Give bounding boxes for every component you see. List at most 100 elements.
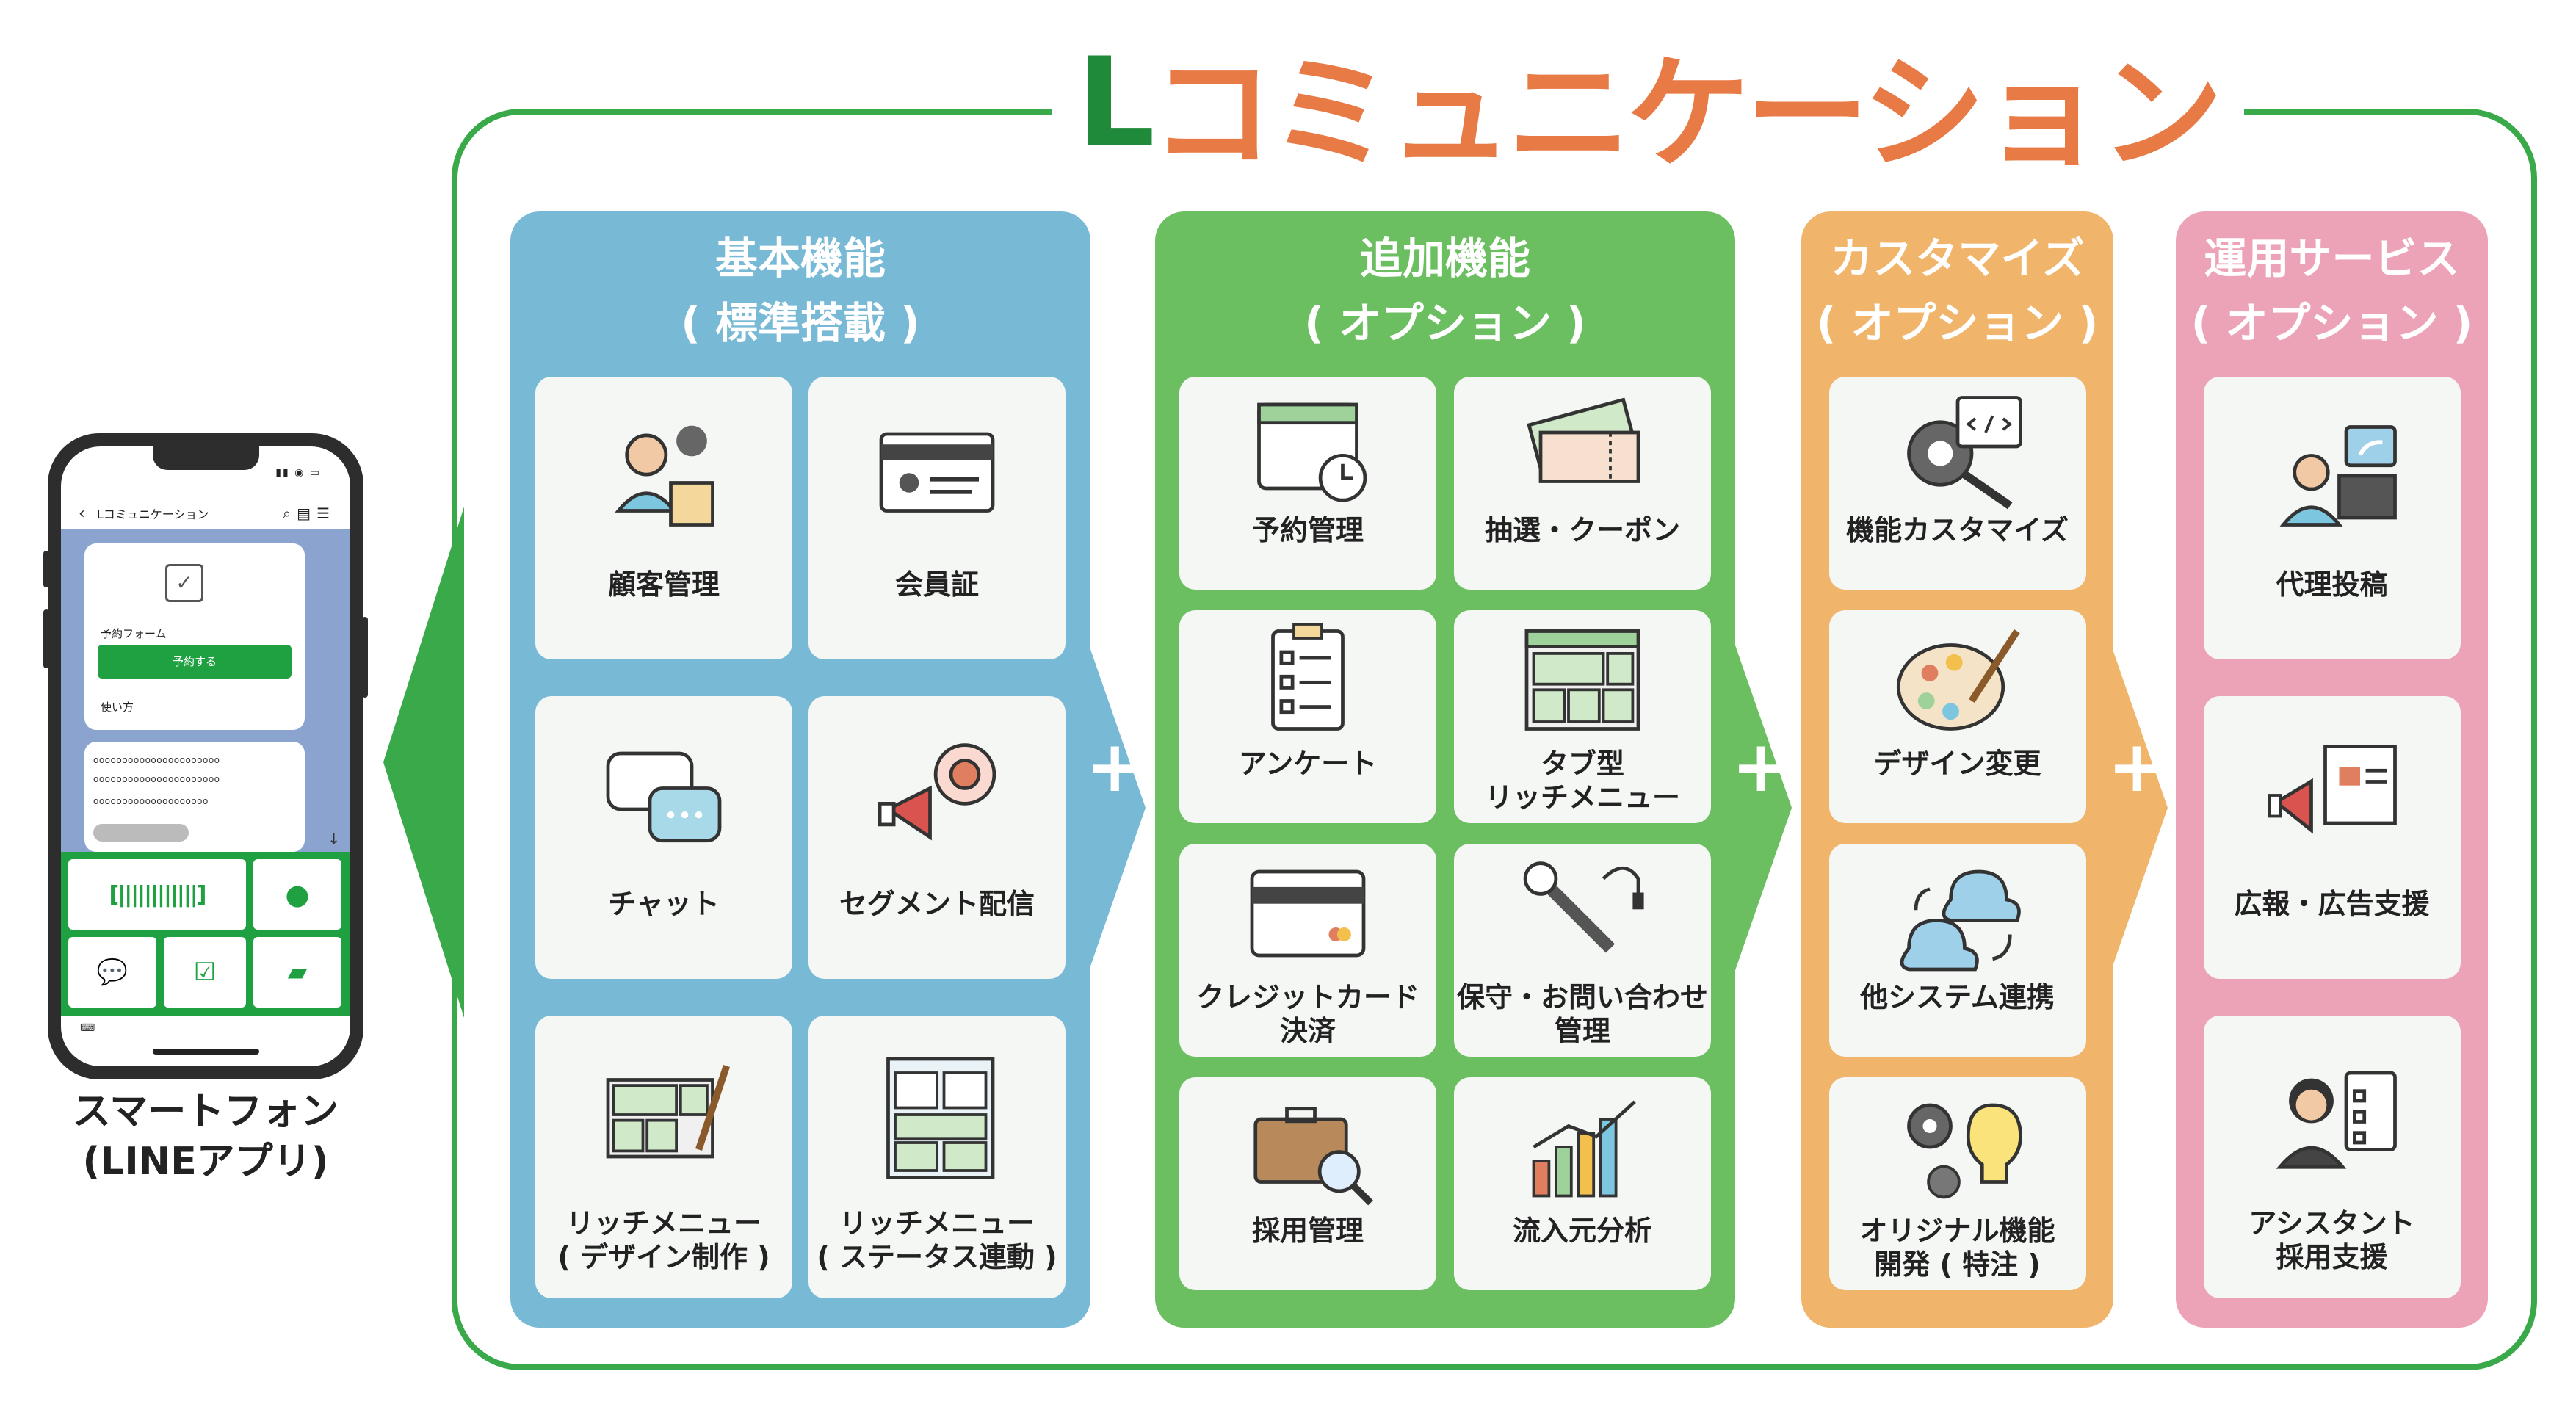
feature-card: リッチメニュー ( ステータス連動 ) xyxy=(808,1016,1066,1298)
feature-label: 顧客管理 xyxy=(607,568,720,601)
barcode-icon[interactable]: [||||||||||||] xyxy=(68,859,246,930)
system-integration-icon xyxy=(1884,851,2031,976)
phone-screen: ▮▮ ◉ ▭ ‹ Lコミュニケーション ⌕▤☰ ✓ 予約フォーム 予約する 使い… xyxy=(61,446,350,1066)
feature-label: 抽選・クーポン xyxy=(1484,514,1680,546)
feature-card: 保守・お問い合わせ 管理 xyxy=(1454,844,1711,1057)
customer-management-icon xyxy=(590,399,737,553)
column-title: 運用サービス ( オプション ) xyxy=(2176,226,2488,355)
smartphone: ▮▮ ◉ ▭ ‹ Lコミュニケーション ⌕▤☰ ✓ 予約フォーム 予約する 使い… xyxy=(43,433,368,1079)
design-change-icon xyxy=(1884,618,2031,742)
text-bubble: oooooooooooooooooooooo ooooooooooooooooo… xyxy=(84,742,305,852)
feature-label: リッチメニュー ( ステータス連動 ) xyxy=(817,1207,1057,1273)
feature-label: 機能カスタマイズ xyxy=(1846,514,2069,546)
phone-caption-line2: (LINEアプリ) xyxy=(82,1140,329,1184)
column-title: 基本機能 ( 標準搭載 ) xyxy=(510,226,1090,355)
column-heading: カスタマイズ xyxy=(1830,234,2085,283)
arrow-3 xyxy=(2109,639,2168,977)
scroll-down-icon[interactable]: ↓ xyxy=(328,830,340,847)
form-label: 予約フォーム xyxy=(101,627,167,640)
plus-icon: + xyxy=(2108,726,2167,808)
feature-card: タブ型 リッチメニュー xyxy=(1454,610,1711,823)
feature-label: チャット xyxy=(608,888,720,920)
column-heading: 運用サービス xyxy=(2204,234,2460,283)
ticket-icon[interactable]: ▰ xyxy=(253,937,341,1008)
feature-label: アシスタント 採用支援 xyxy=(2248,1207,2415,1273)
analytics-icon xyxy=(1509,1085,1656,1209)
feature-card: 流入元分析 xyxy=(1454,1077,1711,1290)
column-subheading: ( オプション ) xyxy=(2190,298,2473,348)
feature-label: セグメント配信 xyxy=(839,888,1035,920)
column-4: 運用サービス ( オプション ) 代理投稿広報・広告支援アシスタント 採用支援 xyxy=(2176,211,2488,1328)
book-button[interactable]: 予約する xyxy=(98,645,292,679)
reservation-bubble: ✓ 予約フォーム 予約する 使い方 xyxy=(84,543,305,730)
member-card-icon xyxy=(864,399,1010,553)
column-title: 追加機能 ( オプション ) xyxy=(1155,226,1735,355)
text-line: oooooooooooooooooooooo xyxy=(93,774,220,784)
feature-label: 他システム連携 xyxy=(1860,981,2055,1013)
recruitment-icon xyxy=(1234,1085,1381,1209)
home-indicator xyxy=(153,1049,259,1055)
survey-icon xyxy=(1234,618,1381,742)
feature-label: 会員証 xyxy=(894,568,979,601)
pill-placeholder xyxy=(93,824,189,842)
proxy-posting-icon xyxy=(2259,399,2406,553)
feature-label: 採用管理 xyxy=(1251,1215,1364,1247)
member-icon[interactable]: ● xyxy=(253,859,341,930)
feature-card: オリジナル機能 開発 ( 特注 ) xyxy=(1828,1077,2086,1290)
column-3: カスタマイズ ( オプション ) 機能カスタマイズデザイン変更他システム連携オリジナ… xyxy=(1801,211,2113,1328)
feature-card: クレジットカード 決済 xyxy=(1179,844,1436,1057)
feature-label: 流入元分析 xyxy=(1512,1215,1652,1247)
column-heading: 追加機能 xyxy=(1359,234,1530,283)
arrow-2 xyxy=(1733,639,1792,977)
tab-rich-menu-icon xyxy=(1509,618,1656,742)
plus-icon: + xyxy=(1085,726,1145,808)
header-icons[interactable]: ⌕▤☰ xyxy=(282,504,336,522)
credit-card-icon xyxy=(1234,851,1381,976)
feature-card: リッチメニュー ( デザイン制作 ) xyxy=(535,1016,792,1298)
function-customize-icon xyxy=(1884,384,2031,510)
keyboard-icon[interactable]: ⌨ xyxy=(80,1022,95,1034)
chat-bubble-icon[interactable]: 💬 xyxy=(68,937,156,1008)
segment-delivery-icon xyxy=(864,718,1010,872)
column-2: 追加機能 ( オプション ) 予約管理 抽選・クーポンアンケート タブ型 リッチメニュー… xyxy=(1155,211,1735,1328)
feature-card: 代理投稿 xyxy=(2203,377,2461,659)
text-line: oooooooooooooooooooo xyxy=(93,796,209,806)
feature-card: 機能カスタマイズ xyxy=(1828,377,2086,590)
column-subheading: ( オプション ) xyxy=(1816,298,2099,348)
column-heading: 基本機能 xyxy=(714,234,886,283)
column-1: 基本機能 ( 標準搭載 ) 顧客管理 会員証チャット セグメント配信リッチメニュー ( … xyxy=(510,211,1090,1328)
text-line: oooooooooooooooooooooo xyxy=(93,755,220,765)
column-title: カスタマイズ ( オプション ) xyxy=(1801,226,2113,355)
rich-menu: [||||||||||||] ● 💬 ☑ ▰ xyxy=(61,852,350,1016)
feature-label: 広報・広告支援 xyxy=(2234,888,2430,920)
feature-label: リッチメニュー ( デザイン制作 ) xyxy=(557,1207,770,1273)
feature-card: 会員証 xyxy=(808,377,1066,659)
column-subheading: ( オプション ) xyxy=(1304,298,1586,348)
plus-icon: + xyxy=(1732,726,1791,808)
column-subheading: ( 標準搭載 ) xyxy=(681,298,920,348)
phone-caption-line1: スマートフォン xyxy=(72,1090,339,1134)
feature-card: 予約管理 xyxy=(1179,377,1436,590)
rich-menu-status-icon xyxy=(864,1038,1010,1192)
feature-label: 保守・お問い合わせ 管理 xyxy=(1456,981,1708,1047)
feature-label: タブ型 リッチメニュー xyxy=(1484,748,1680,814)
brand-l: L xyxy=(1077,31,1155,175)
feature-card: デザイン変更 xyxy=(1828,610,2086,823)
feature-card: 他システム連携 xyxy=(1828,844,2086,1057)
feature-label: デザイン変更 xyxy=(1873,748,2041,780)
feature-label: オリジナル機能 開発 ( 特注 ) xyxy=(1859,1215,2055,1281)
pr-support-icon xyxy=(2259,718,2406,872)
calendar-check-icon: ✓ xyxy=(165,564,203,602)
feature-label: アンケート xyxy=(1238,748,1378,780)
chat-icon xyxy=(590,718,737,872)
feature-label: クレジットカード 決済 xyxy=(1195,981,1419,1047)
assistant-hiring-icon xyxy=(2259,1038,2406,1192)
feature-card: 広報・広告支援 xyxy=(2203,696,2461,979)
feature-label: 予約管理 xyxy=(1251,514,1364,546)
chat-title: Lコミュニケーション xyxy=(96,507,209,521)
calendar-icon[interactable]: ☑ xyxy=(164,937,246,1008)
left-arrow xyxy=(383,507,464,1018)
arrow-1 xyxy=(1087,639,1146,977)
chat-header: ‹ Lコミュニケーション ⌕▤☰ xyxy=(61,498,350,529)
back-icon[interactable]: ‹ xyxy=(79,504,85,523)
